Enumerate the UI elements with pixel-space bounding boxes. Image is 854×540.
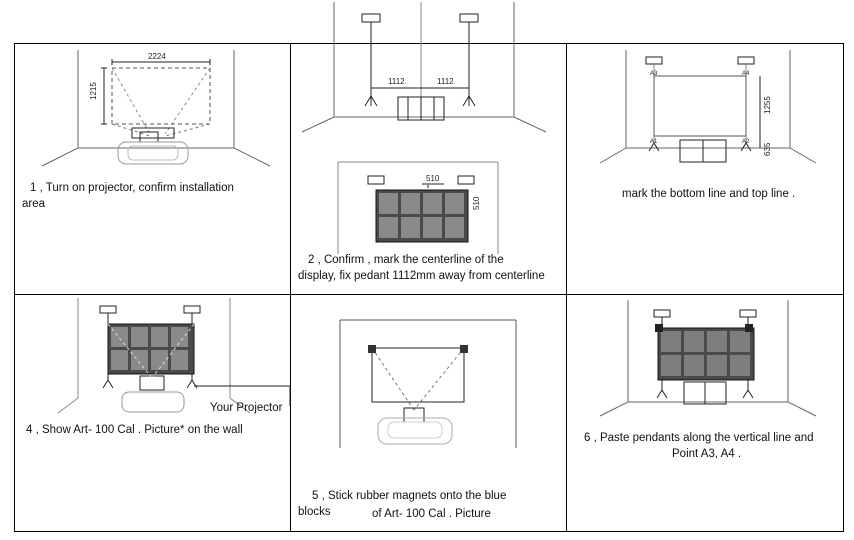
step1-width-dim: 2224 xyxy=(148,52,166,61)
step2-right-dim: 1112 xyxy=(437,77,454,86)
step3-point-a1: A1 xyxy=(650,139,658,145)
step3-floor-dim: 635 xyxy=(763,142,772,156)
table-middle-border xyxy=(14,294,844,295)
step5-illustration xyxy=(339,319,517,448)
step4-callout: Your Projector xyxy=(210,402,283,414)
step3-point-a3: A3 xyxy=(650,71,658,77)
step6-caption-line1: 6 , Paste pendants along the vertical li… xyxy=(584,432,814,444)
table-right-border xyxy=(843,43,844,532)
step3-point-a2: A2 xyxy=(742,139,750,145)
step2-illustration-top: 1112 1112 xyxy=(301,2,547,133)
step3-height-dim: 1255 xyxy=(763,96,772,114)
step5-caption-line1: 5 , Stick rubber magnets onto the blue xyxy=(312,490,507,502)
table-bottom-border xyxy=(14,531,844,532)
step4-illustration xyxy=(57,298,291,414)
step2-caption-line1: 2 , Confirm , mark the centerline of the xyxy=(308,254,504,266)
step1-caption-line2: area xyxy=(22,198,46,210)
step3-caption-line1: mark the bottom line and top line . xyxy=(622,188,796,200)
step6-caption-line2: Point A3, A4 . xyxy=(672,448,742,460)
step2-left-dim: 1112 xyxy=(388,77,405,86)
step1-height-dim: 1215 xyxy=(89,82,98,100)
step3-point-a4: A4 xyxy=(742,71,750,77)
step6-illustration xyxy=(599,300,817,417)
table-left-border xyxy=(14,43,15,532)
step2-illustration-bottom: 510 510 xyxy=(337,161,499,254)
step1-illustration: 2224 1215 xyxy=(41,50,271,167)
step4-caption-line1: 4 , Show Art- 100 Cal . Picture* on the … xyxy=(26,424,243,436)
step5-caption-line2: blocks xyxy=(298,506,331,518)
step5-caption-line3: of Art- 100 Cal . Picture xyxy=(372,508,491,520)
table-top-border xyxy=(14,43,844,44)
table-col-divider-1 xyxy=(290,43,291,532)
step2-block-width-dim: 510 xyxy=(426,174,440,183)
step2-caption-line2: display, fix pedant 1112mm away from cen… xyxy=(298,270,545,282)
step2-block-height-dim: 510 xyxy=(472,196,481,210)
step1-caption-line1: 1 , Turn on projector, confirm installat… xyxy=(30,182,234,194)
table-col-divider-2 xyxy=(566,43,567,532)
step3-illustration: A3 A4 A1 A2 1255 635 xyxy=(599,50,817,164)
